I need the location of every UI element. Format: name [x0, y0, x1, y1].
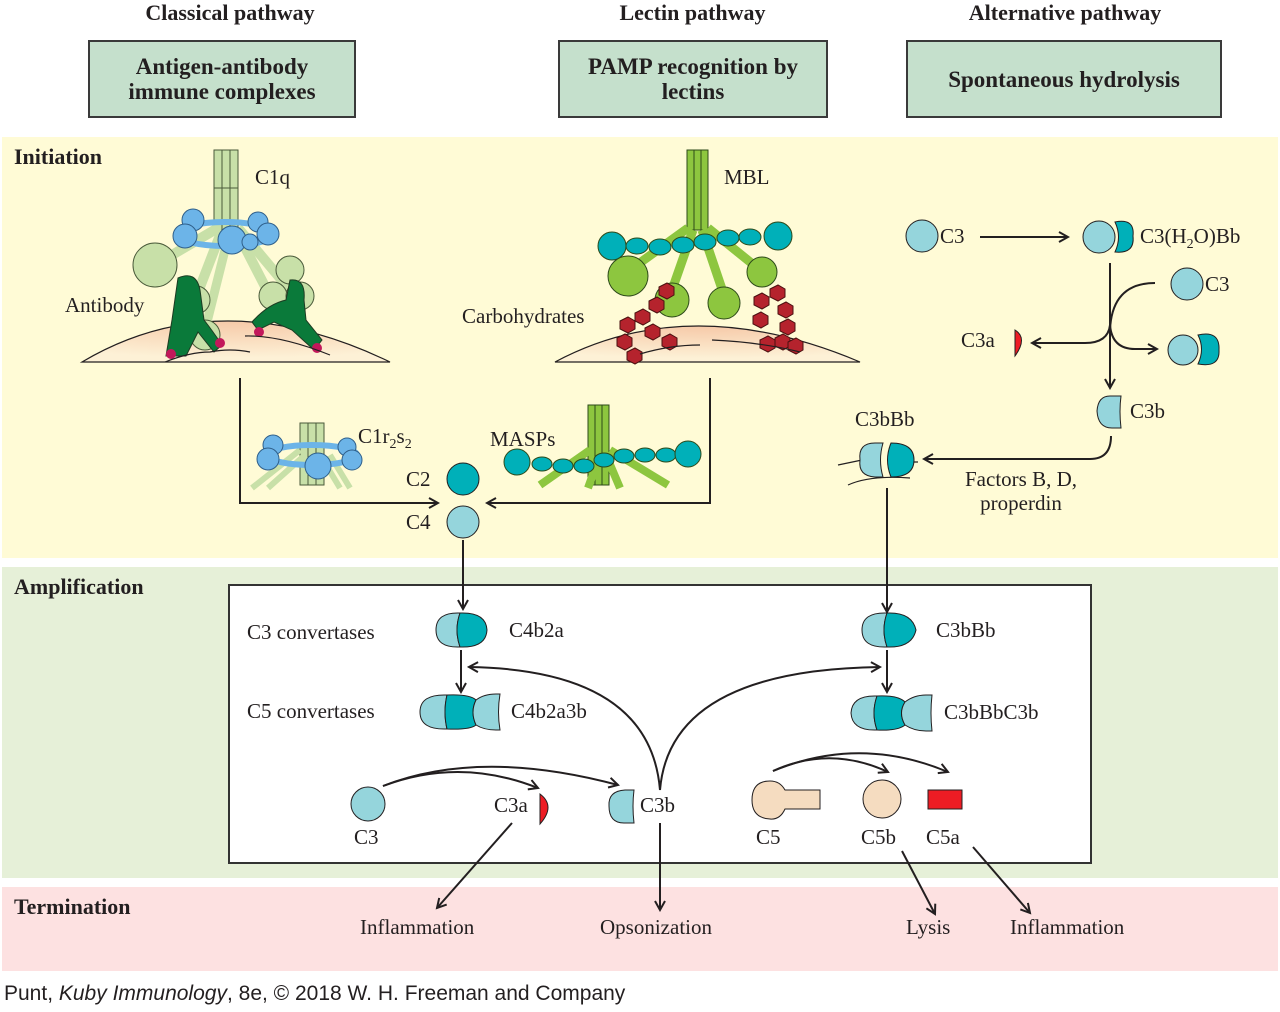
lectin-pathway-title: Lectin pathway: [619, 0, 766, 25]
classical-membrane: [79, 320, 391, 363]
c3b-feedback-to-classical-arrow: [469, 667, 661, 791]
c5a-icon: [927, 789, 963, 810]
outcome-lysis: Lysis: [906, 915, 951, 939]
c3-join-curve: [1109, 282, 1156, 331]
c3h2obb-post: O)Bb: [1193, 224, 1241, 248]
c3-start-label: C3: [940, 224, 965, 248]
c3bbb-surface-icon: [837, 442, 918, 486]
carbohydrates-icon: [616, 282, 804, 365]
outcome-opsonization: Opsonization: [600, 915, 712, 939]
c3a-amp-icon: [539, 792, 549, 826]
alternative-trigger-text: Spontaneous hydrolysis: [948, 66, 1180, 92]
c4b2a-label: C4b2a: [509, 618, 564, 642]
mbl-label: MBL: [724, 165, 770, 189]
masps-icon: [503, 404, 702, 490]
c3a-to-inflammation-arrow: [437, 822, 513, 908]
termination-label: Termination: [14, 894, 131, 919]
c5a-to-inflammation-arrow: [972, 846, 1030, 913]
c1r2s2-sub2: 2: [404, 437, 412, 453]
antibody-label: Antibody: [65, 293, 145, 317]
c5b-to-lysis-arrow: [901, 850, 935, 914]
c2-icon: [446, 462, 480, 496]
caption-author: Punt,: [4, 982, 59, 1005]
c3h2obb-product-icon: [1167, 333, 1220, 366]
lectin-trigger-box: PAMP recognition by lectins: [558, 40, 828, 118]
caption-rest: , 8e, © 2018 W. H. Freeman and Company: [226, 982, 626, 1005]
classical-pathway-title: Classical pathway: [145, 0, 315, 25]
c4-label: C4: [406, 510, 431, 534]
c1r2s2-base: C1r: [358, 424, 390, 448]
initiation-label: Initiation: [14, 144, 103, 169]
c5-convertases-label: C5 convertases: [247, 699, 375, 723]
c3bbb-alt-label: C3bBb: [855, 407, 915, 431]
lectin-membrane: [554, 325, 861, 363]
c3bbb-amp-label: C3bBb: [936, 618, 996, 642]
c3a-alt-label: C3a: [961, 328, 995, 352]
antibody-icon: [164, 275, 331, 363]
c3a-alt-icon: [1014, 329, 1022, 358]
c4-icon: [446, 505, 480, 539]
c3-amp-label: C3: [354, 825, 379, 849]
c3-convertases-label: C3 convertases: [247, 620, 375, 644]
c4b2a-icon: [435, 612, 488, 648]
c3-amp-icon: [350, 786, 386, 822]
alternative-trigger-box: Spontaneous hydrolysis: [906, 40, 1222, 118]
c3b-to-c3bbb-arrow: [924, 435, 1112, 459]
c3bbbc3b-icon: [850, 694, 933, 732]
lectin-to-c4-arrow: [487, 378, 711, 503]
c5-to-c5a-arrow: [772, 752, 948, 772]
c5-icon: [751, 780, 821, 820]
lectin-membrane-lines: [639, 339, 801, 355]
c5-label: C5: [756, 825, 781, 849]
c3h2obb-release-arrow: [1109, 324, 1157, 349]
c1r2s2-icon: [250, 422, 363, 491]
amplification-label: Amplification: [14, 574, 144, 599]
c3a-amp-label: C3a: [494, 793, 528, 817]
classical-trigger-box: Antigen-antibody immune complexes: [88, 40, 356, 118]
c1q-label: C1q: [255, 165, 291, 189]
c5b-icon: [862, 779, 902, 819]
c4b2a3b-icon: [419, 693, 501, 731]
factors-label: Factors B, D, properdin: [965, 467, 1077, 515]
classical-to-c4-arrow: [239, 378, 438, 503]
masps-label: MASPs: [490, 427, 556, 451]
c1r2s2-mid: s: [396, 424, 405, 448]
carbohydrates-label: Carbohydrates: [462, 304, 585, 328]
c3h2obb-sub: 2: [1186, 237, 1194, 253]
factors-line1: Factors B, D,: [965, 467, 1077, 491]
c3bbb-amp-icon: [861, 612, 917, 648]
lectin-trigger-text: PAMP recognition by lectins: [588, 54, 798, 104]
c3-to-c3b-arrow: [382, 765, 618, 786]
classical-trigger-text: Antigen-antibody immune complexes: [128, 54, 316, 104]
c3-to-c3a-arrow: [382, 771, 538, 788]
c3-second-label: C3: [1205, 272, 1230, 296]
c5b-label: C5b: [861, 825, 897, 849]
c3a-release-arrow: [1032, 324, 1111, 343]
c5a-label: C5a: [926, 825, 960, 849]
outcome-inflammation-c3a: Inflammation: [360, 915, 475, 939]
c3h2obb-label: C3(H2O)Bb: [1140, 224, 1240, 253]
c3h2obb-pre: C3(H: [1140, 224, 1187, 248]
c3b-alt-label: C3b: [1130, 399, 1166, 423]
caption-book: Kuby Immunology: [58, 982, 227, 1005]
termination-band: [2, 887, 1278, 971]
c3-second-icon: [1170, 267, 1204, 301]
mbl-complex-icon: [597, 149, 793, 320]
c3-icon: [905, 219, 939, 253]
c3b-alt-icon: [1096, 395, 1122, 429]
c3bbbc3b-label: C3bBbC3b: [944, 700, 1039, 724]
c3h2obb-icon: [1082, 220, 1134, 254]
c4b2a3b-label: C4b2a3b: [511, 699, 587, 723]
figure-caption: Punt, Kuby Immunology, 8e, © 2018 W. H. …: [4, 982, 625, 1006]
alternative-pathway-title: Alternative pathway: [968, 0, 1162, 25]
c2-label: C2: [406, 467, 431, 491]
factors-line2: properdin: [980, 491, 1062, 515]
c3b-amp-icon: [608, 789, 635, 824]
c3b-feedback-to-alternative-arrow: [659, 667, 880, 791]
c1r2s2-label: C1r2s2: [358, 424, 412, 453]
outcome-inflammation-c5a: Inflammation: [1010, 915, 1125, 939]
c1r2s2-sub1: 2: [389, 437, 397, 453]
c3b-amp-label: C3b: [640, 793, 676, 817]
